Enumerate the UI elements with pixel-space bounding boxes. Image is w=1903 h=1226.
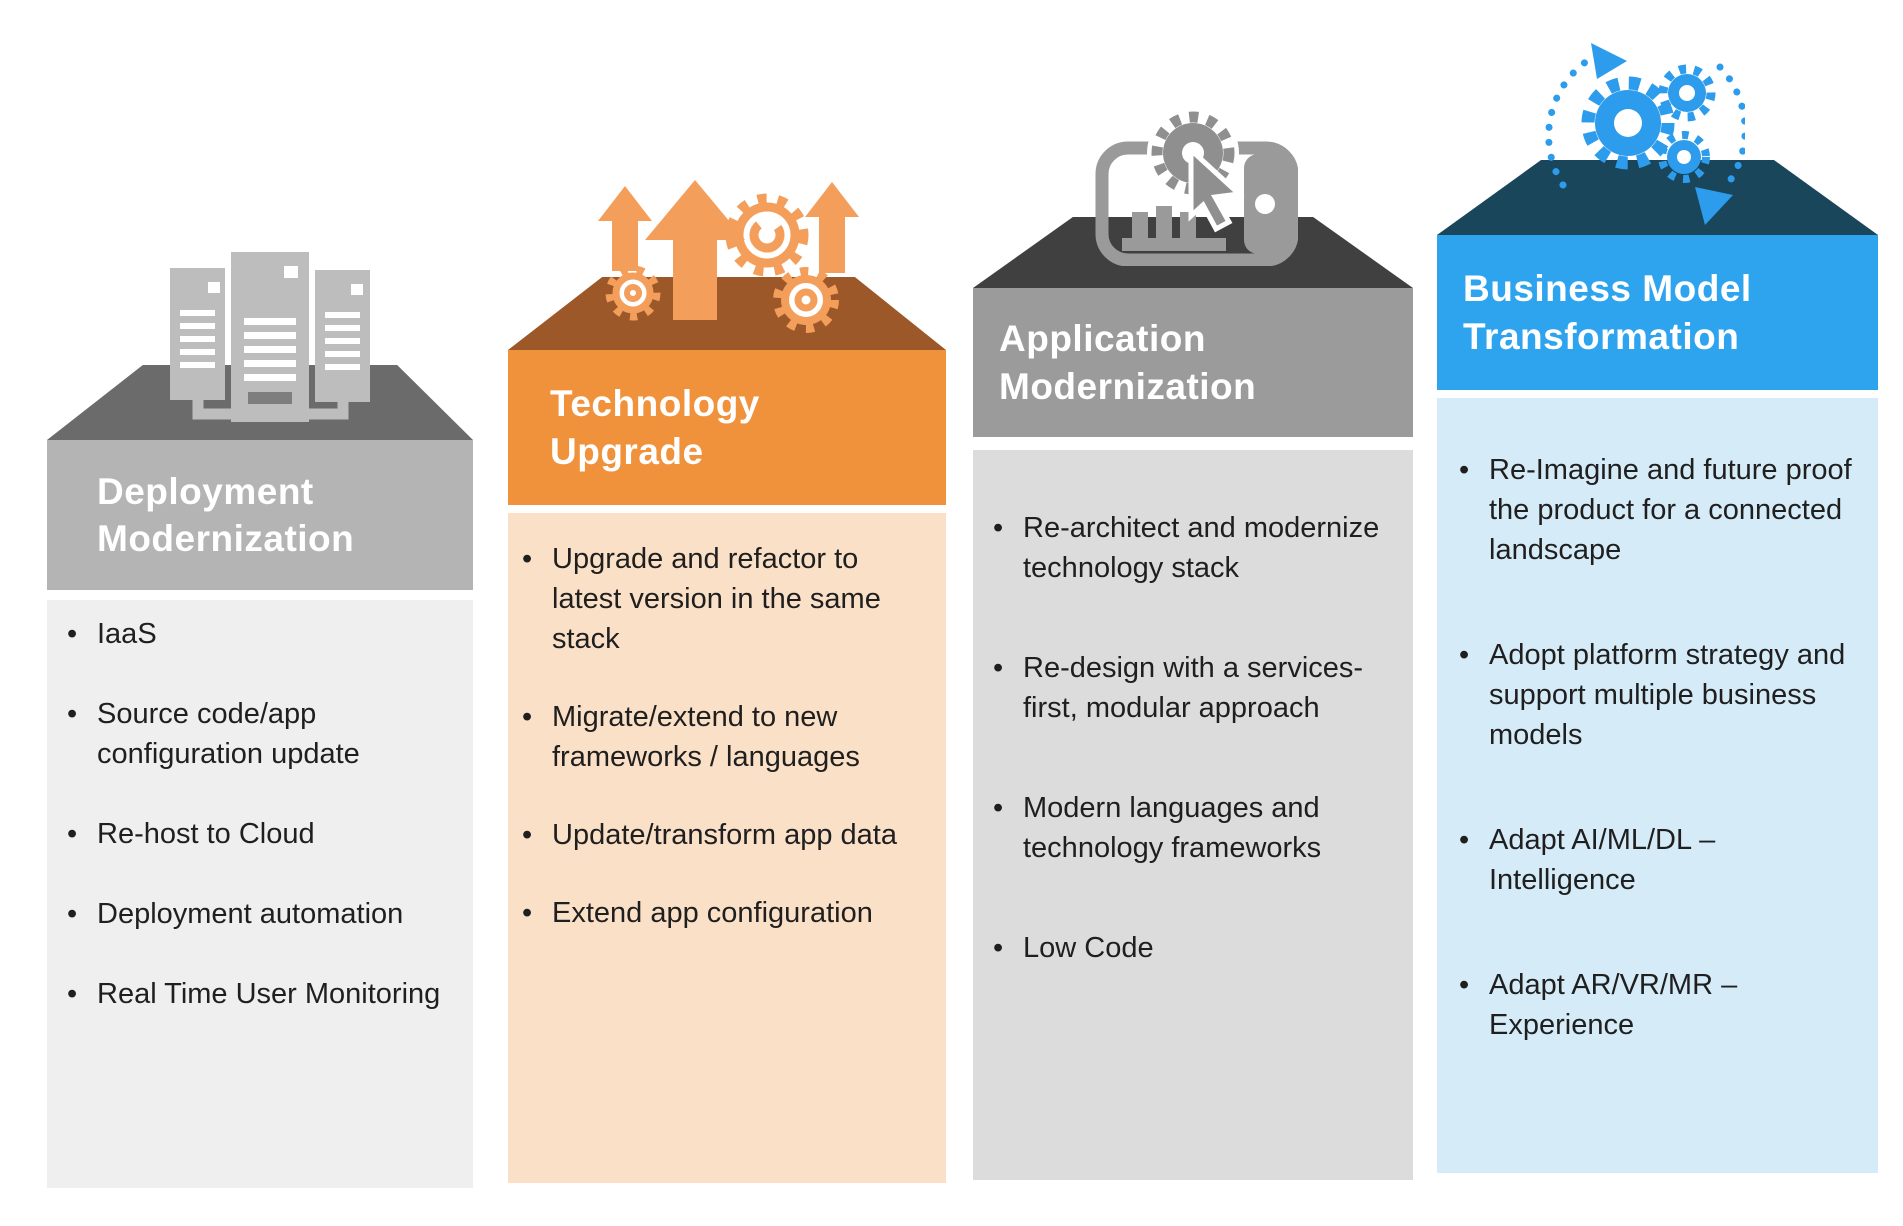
bullet-item: Modern languages and technology framewor… <box>993 788 1403 868</box>
bullet-marker <box>522 893 552 933</box>
bullet-list: IaaS Source code/app configuration updat… <box>67 614 459 1014</box>
bullet-marker <box>67 894 97 934</box>
bullet-list: Re-architect and modernize technology st… <box>993 508 1403 968</box>
device-gear-cursor-icon <box>1088 66 1299 267</box>
bullet-marker <box>993 788 1023 868</box>
column-title: Technology Upgrade <box>550 383 760 472</box>
bullet-marker <box>993 648 1023 728</box>
bullet-marker <box>993 928 1023 968</box>
column-application-modernization: Application Modernization Re-architect a… <box>973 0 1413 1226</box>
bullet-item: Source code/app configuration update <box>67 694 459 774</box>
bullet-item: Upgrade and refactor to latest version i… <box>522 539 932 659</box>
bullet-item: Update/transform app data <box>522 815 932 855</box>
bullet-item: Re-host to Cloud <box>67 814 459 854</box>
column-header: Application Modernization <box>973 288 1413 437</box>
gears-transformation-cycle-icon <box>1505 35 1749 235</box>
bullet-item: Adopt platform strategy and support mult… <box>1459 635 1868 755</box>
bullet-item: Re-architect and modernize technology st… <box>993 508 1403 588</box>
bullet-marker <box>522 539 552 659</box>
bullet-item: Re-Imagine and future proof the product … <box>1459 450 1868 570</box>
bullet-item: Adapt AR/VR/MR – Experience <box>1459 965 1868 1045</box>
bullet-marker <box>67 694 97 774</box>
column-body: Re-architect and modernize technology st… <box>973 450 1413 1180</box>
bullet-list: Upgrade and refactor to latest version i… <box>522 539 932 933</box>
bullet-marker <box>1459 820 1489 900</box>
bullet-marker <box>67 974 97 1014</box>
bullet-item: IaaS <box>67 614 459 654</box>
bullet-marker <box>1459 965 1489 1045</box>
column-title: Deployment Modernization <box>97 470 355 559</box>
bullet-marker <box>67 814 97 854</box>
upgrade-arrows-gears-icon <box>597 176 867 336</box>
column-business-model-transformation: Business Model Transformation Re-Imagine… <box>1437 0 1878 1226</box>
bullet-marker <box>522 815 552 855</box>
bullet-item: Re-design with a services-first, modular… <box>993 648 1403 728</box>
bullet-marker <box>522 697 552 777</box>
column-header: Technology Upgrade <box>508 350 946 505</box>
bullet-list: Re-Imagine and future proof the product … <box>1459 450 1868 1045</box>
column-header: Business Model Transformation <box>1437 235 1878 390</box>
column-deployment-modernization: Deployment Modernization IaaS Source cod… <box>47 0 473 1226</box>
bullet-item: Low Code <box>993 928 1403 968</box>
bullet-item: Extend app configuration <box>522 893 932 933</box>
bullet-marker <box>67 614 97 654</box>
bullet-marker <box>1459 450 1489 570</box>
bullet-marker <box>1459 635 1489 755</box>
column-title: Application Modernization <box>999 318 1257 407</box>
bullet-item: Real Time User Monitoring <box>67 974 459 1014</box>
column-header: Deployment Modernization <box>47 440 473 590</box>
column-technology-upgrade: Technology Upgrade Upgrade and refactor … <box>508 0 946 1226</box>
column-body: IaaS Source code/app configuration updat… <box>47 600 473 1188</box>
column-body: Upgrade and refactor to latest version i… <box>508 513 946 1183</box>
server-racks-icon <box>168 252 373 422</box>
bullet-item: Adapt AI/ML/DL – Intelligence <box>1459 820 1868 900</box>
bullet-item: Migrate/extend to new frameworks / langu… <box>522 697 932 777</box>
bullet-marker <box>993 508 1023 588</box>
column-body: Re-Imagine and future proof the product … <box>1437 398 1878 1173</box>
column-title: Business Model Transformation <box>1463 268 1752 357</box>
bullet-item: Deployment automation <box>67 894 459 934</box>
